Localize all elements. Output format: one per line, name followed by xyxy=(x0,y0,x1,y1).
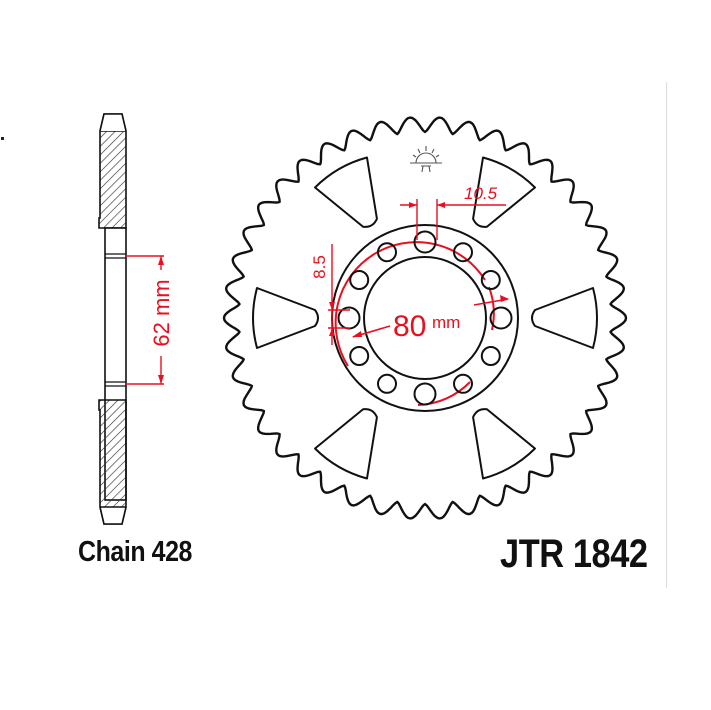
part-number-label: JTR 1842 xyxy=(500,532,648,576)
lightening-cutout xyxy=(252,287,319,349)
bolt-hole-spacing-label: 10.5 xyxy=(464,184,498,203)
lightening-cutouts xyxy=(252,156,598,480)
pitch-circle-unit: mm xyxy=(432,313,460,332)
hub-bore-label: 62 mm xyxy=(149,279,174,346)
lightening-cutout xyxy=(531,287,598,349)
pitch-circle-arc xyxy=(334,241,486,367)
hub-bore-circle xyxy=(363,256,487,380)
lightening-cutout xyxy=(314,156,378,228)
bolt-hole-diameter-dimension: 8.5 xyxy=(310,244,350,345)
lightening-cutout xyxy=(472,156,536,228)
bolt-hole xyxy=(413,230,437,254)
bolt-hole xyxy=(377,242,397,263)
side-view-profile xyxy=(98,113,127,525)
corner-mark xyxy=(1,137,4,140)
bolt-hole xyxy=(453,242,473,263)
sprocket-front-view xyxy=(222,116,628,520)
pitch-circle-label: 80 xyxy=(393,310,426,343)
lightening-cutout xyxy=(314,408,378,480)
bolt-hole xyxy=(480,270,501,290)
bolt-hole-spacing-dimension: 10.5 xyxy=(400,184,506,240)
bolt-hole xyxy=(377,373,397,394)
side-view-lower-band xyxy=(98,399,127,525)
bolt-holes xyxy=(337,230,513,406)
bolt-hole xyxy=(413,382,437,406)
chain-size-label: Chain 428 xyxy=(78,536,192,568)
bolt-hole xyxy=(453,373,473,394)
bolt-hole xyxy=(349,270,370,290)
bolt-hole-diameter-label: 8.5 xyxy=(310,255,329,279)
lightening-cutout xyxy=(472,408,536,480)
bolt-hole xyxy=(349,346,370,366)
image-edge-divider xyxy=(666,82,667,588)
jt-sun-logo-icon xyxy=(410,146,442,173)
bolt-hole xyxy=(480,346,501,366)
pitch-circle-dimension: 80 mm xyxy=(352,295,509,343)
bolt-hole xyxy=(489,306,513,330)
hub-bore-dimension: 62 mm xyxy=(126,255,174,385)
sprocket-teeth-outline xyxy=(222,116,628,520)
